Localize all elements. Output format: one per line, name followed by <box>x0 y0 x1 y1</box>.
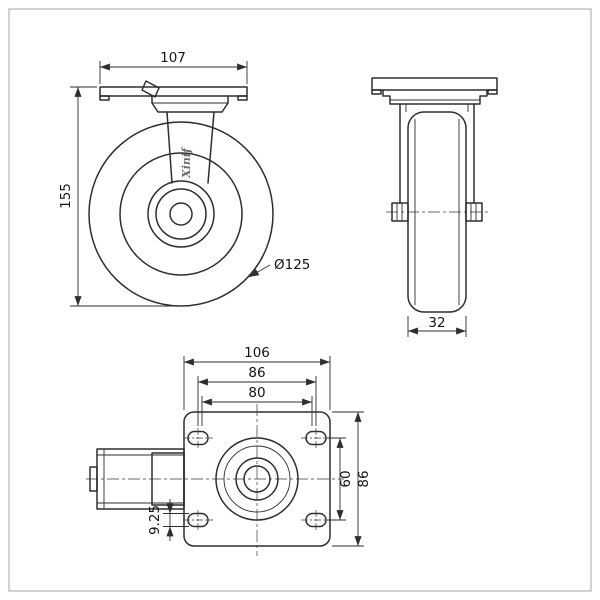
dim-overall-height: 155 <box>58 86 178 307</box>
brake-lever <box>141 80 160 98</box>
front-view: 32 <box>371 77 498 337</box>
swivel-housing <box>382 89 488 105</box>
dim-label-plate-width: 106 <box>244 345 270 361</box>
dim-bolt-span-y: 60 <box>327 437 354 521</box>
axle-bolt-plan <box>89 466 98 492</box>
fork-left-edge <box>166 111 173 184</box>
dim-bolt-span-x: 86 <box>197 365 317 426</box>
side-view: Xinif 107 155 Ø125 <box>58 50 310 307</box>
dim-label-wheel-width: 32 <box>428 315 445 331</box>
dim-label-plate-depth: 86 <box>356 470 372 487</box>
kingpin-inner-circle <box>243 465 271 493</box>
swivel-boss-inner-circle <box>223 445 291 513</box>
plate-tab-right <box>237 95 248 101</box>
dim-bolt-span-x-inner: 80 <box>201 385 313 426</box>
dim-label-slot-width: 9.25 <box>147 505 163 535</box>
wheel-rim-circle <box>119 152 243 276</box>
dim-label-overall-height: 155 <box>58 183 74 209</box>
top-plate-side <box>99 86 248 97</box>
dim-plate-length: 107 <box>99 50 248 84</box>
plate-tab-left <box>99 95 110 101</box>
drawing-border-frame <box>8 8 592 592</box>
dim-slot-width: 9.25 <box>147 499 189 541</box>
fork-right-edge <box>207 111 215 184</box>
leader-line <box>248 264 271 278</box>
wheel-outer-circle <box>88 121 274 307</box>
plan-view: 106 86 80 60 86 <box>86 345 372 556</box>
plate-tab-left <box>371 89 382 95</box>
hub-outer-circle <box>147 180 215 248</box>
dim-label-bolt-span-x-inner: 80 <box>248 385 265 401</box>
axle-nut-right <box>465 202 483 222</box>
dim-label-bolt-span-y: 60 <box>338 470 354 487</box>
bolt-slot-bottom-right <box>301 510 331 530</box>
top-plate-front <box>371 77 498 91</box>
swivel-head <box>151 95 229 113</box>
axle-bore-circle <box>169 202 193 226</box>
brand-logo-text: Xinif <box>180 146 193 179</box>
dim-label-wheel-diameter: Ø125 <box>274 257 310 273</box>
dim-plate-depth: 86 <box>332 411 372 547</box>
swivel-boss-outer-circle <box>215 437 299 521</box>
bolt-slot-top-left <box>183 428 213 448</box>
dim-plate-width: 106 <box>183 345 331 410</box>
bolt-slot-top-right <box>301 428 331 448</box>
hub-inner-circle <box>155 188 207 240</box>
dim-wheel-width: 32 <box>407 315 467 337</box>
axle-nut-left <box>391 202 409 222</box>
plate-tab-right <box>487 89 498 95</box>
dim-wheel-diameter: Ø125 <box>248 257 310 278</box>
bolt-slot-bottom-left <box>183 510 213 530</box>
dim-label-bolt-span-x: 86 <box>248 365 265 381</box>
dim-label-plate-length: 107 <box>160 50 186 66</box>
kingpin-outer-circle <box>235 457 279 501</box>
